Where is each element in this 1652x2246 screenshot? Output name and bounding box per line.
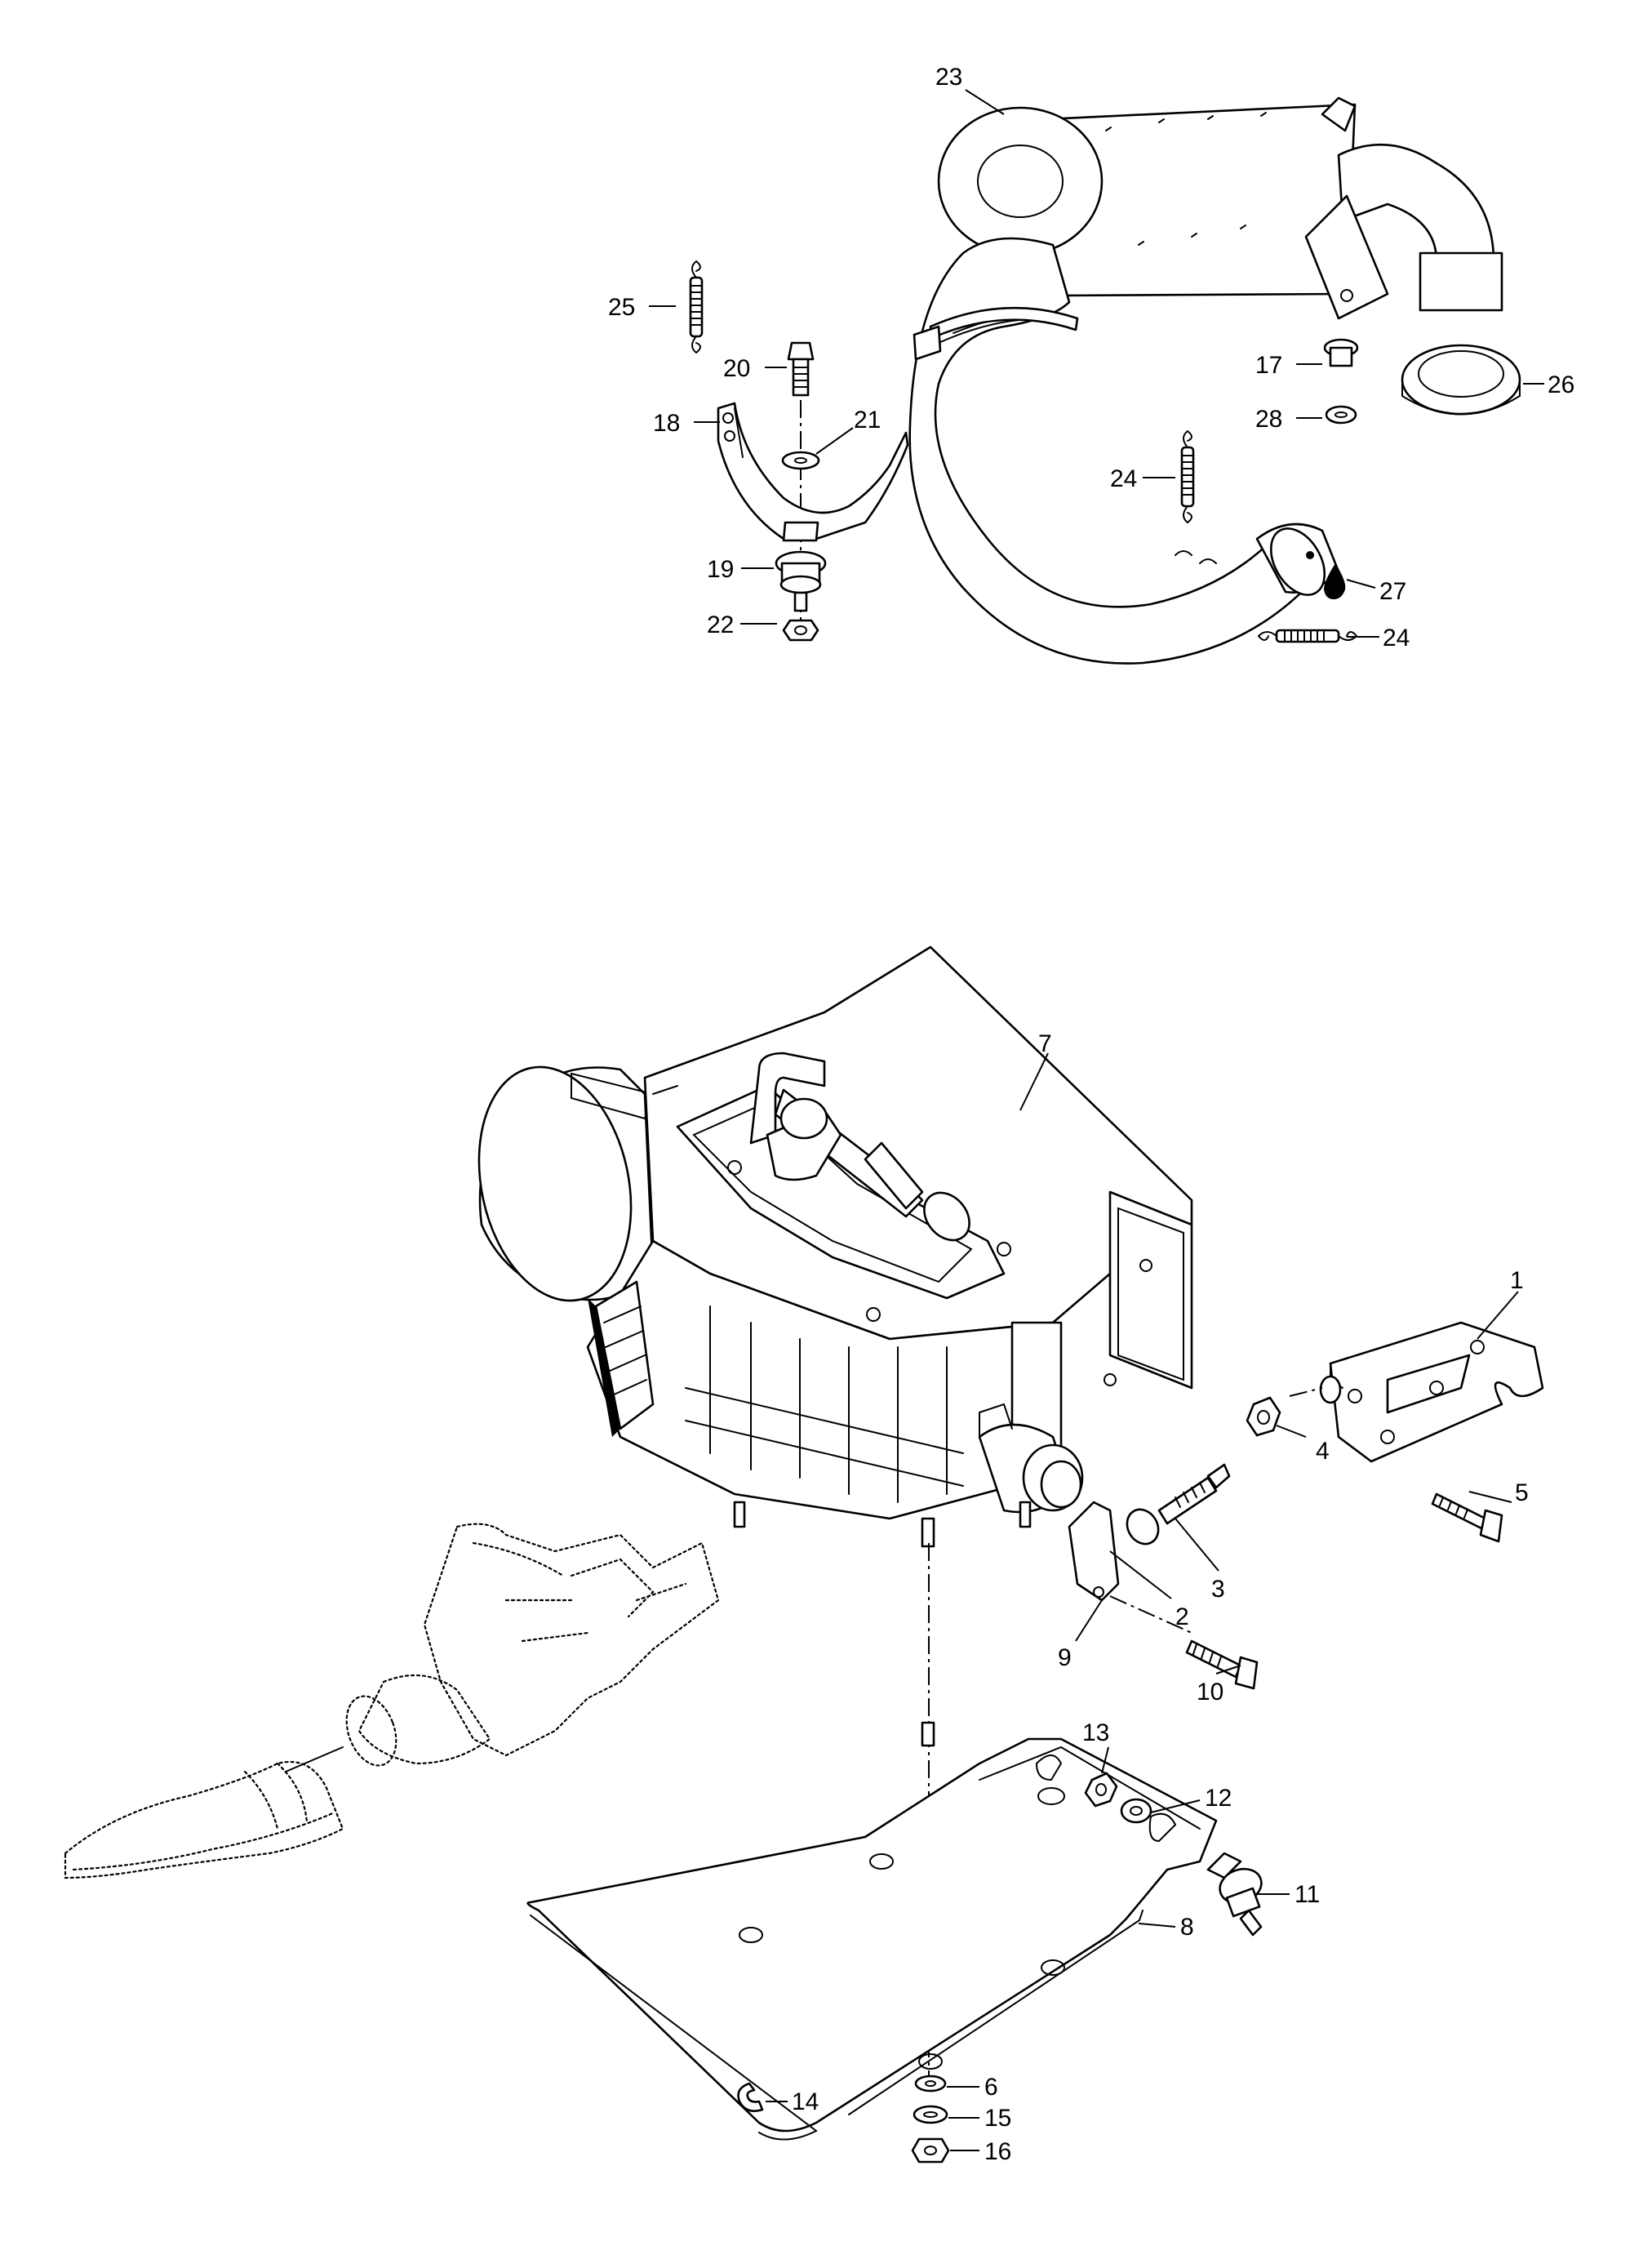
spring-25 bbox=[689, 260, 704, 354]
nut-4 bbox=[1246, 1396, 1281, 1437]
callout-28: 28 bbox=[1255, 406, 1282, 433]
spring-24-horizontal bbox=[1257, 629, 1358, 643]
bolt-20 bbox=[787, 341, 815, 397]
washer-12 bbox=[1120, 1798, 1152, 1824]
leader-lines bbox=[649, 89, 1544, 2151]
bolt-10 bbox=[1185, 1639, 1259, 1690]
bracket-2 bbox=[1068, 1501, 1120, 1602]
callout-17: 17 bbox=[1255, 352, 1282, 379]
callout-25: 25 bbox=[608, 294, 635, 321]
callout-20: 20 bbox=[723, 355, 750, 382]
washer-21 bbox=[781, 451, 820, 470]
sealant-drop-27 bbox=[1306, 551, 1346, 599]
washer-6 bbox=[914, 2075, 947, 2093]
engine-assembly bbox=[64, 945, 1544, 2164]
spring-24-vertical bbox=[1180, 429, 1195, 524]
callout-5: 5 bbox=[1515, 1479, 1529, 1506]
bracket-18 bbox=[717, 402, 909, 542]
engine-block bbox=[477, 945, 1193, 1548]
callout-10: 10 bbox=[1197, 1679, 1223, 1706]
screw-5 bbox=[1431, 1492, 1503, 1543]
plug-17 bbox=[1323, 338, 1359, 367]
callout-11: 11 bbox=[1295, 1881, 1320, 1908]
rubber-mount-11 bbox=[1206, 1852, 1263, 1937]
callout-22: 22 bbox=[707, 612, 734, 638]
callout-9: 9 bbox=[1058, 1644, 1072, 1671]
mounting-plate-1 bbox=[1319, 1321, 1544, 1463]
callout-18: 18 bbox=[653, 410, 680, 437]
callout-26: 26 bbox=[1548, 371, 1574, 398]
callout-23: 23 bbox=[935, 64, 962, 91]
engine-stud bbox=[921, 1721, 935, 1747]
callout-6: 6 bbox=[984, 2074, 998, 2101]
washer-28 bbox=[1325, 405, 1357, 425]
callout-16: 16 bbox=[984, 2138, 1011, 2165]
callout-13: 13 bbox=[1082, 1719, 1109, 1746]
nut-13 bbox=[1084, 1772, 1118, 1808]
callout-labels: 23 25 20 21 18 19 22 17 28 26 24 27 24 7… bbox=[608, 64, 1574, 2165]
clip-14 bbox=[737, 2082, 764, 2112]
callout-7: 7 bbox=[1038, 1030, 1052, 1057]
callout-8: 8 bbox=[1180, 1914, 1194, 1941]
bracket-axis bbox=[1109, 1595, 1192, 1634]
callout-19: 19 bbox=[707, 556, 734, 583]
callout-21: 21 bbox=[854, 407, 881, 434]
nut-22 bbox=[782, 619, 819, 642]
callout-2: 2 bbox=[1175, 1603, 1189, 1630]
stud-3 bbox=[1126, 1463, 1231, 1546]
lock-washer-15 bbox=[913, 2105, 948, 2124]
exhaust-pipe bbox=[908, 237, 1340, 665]
callout-3: 3 bbox=[1211, 1576, 1225, 1603]
muffler bbox=[937, 96, 1503, 320]
callout-1: 1 bbox=[1510, 1267, 1524, 1294]
callout-14: 14 bbox=[792, 2088, 819, 2115]
callout-24-lower: 24 bbox=[1383, 625, 1410, 652]
exhaust-assembly bbox=[689, 96, 1521, 665]
seal-ring-26 bbox=[1401, 344, 1521, 416]
callout-27: 27 bbox=[1379, 578, 1406, 605]
callout-15: 15 bbox=[984, 2105, 1011, 2132]
plate-axis bbox=[1289, 1387, 1323, 1397]
base-plate-8 bbox=[526, 1737, 1218, 2141]
callout-12: 12 bbox=[1205, 1785, 1232, 1812]
rubber-mount-19 bbox=[775, 550, 827, 612]
nut-16 bbox=[911, 2137, 950, 2164]
callout-4: 4 bbox=[1316, 1438, 1330, 1465]
exhaust-manifold-ghost bbox=[64, 1523, 720, 1879]
callout-24-upper: 24 bbox=[1110, 465, 1137, 492]
